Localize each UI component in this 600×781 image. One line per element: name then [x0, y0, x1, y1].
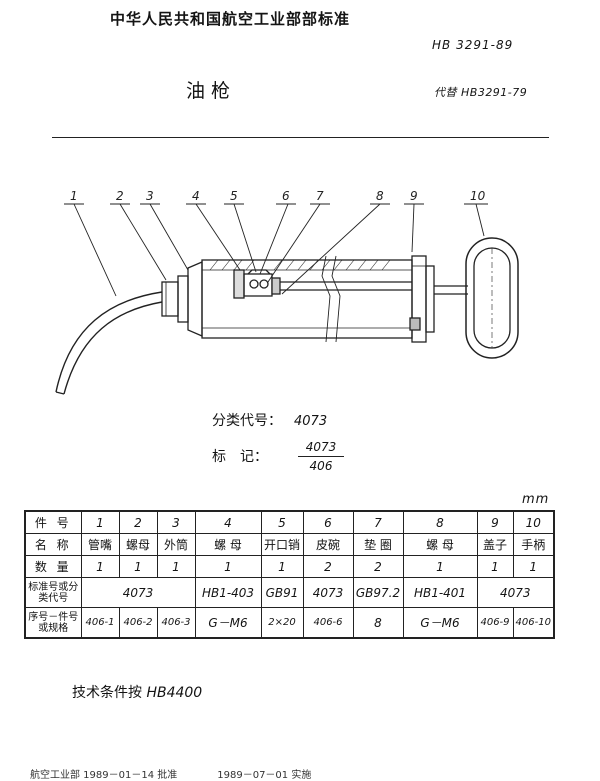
qty-cell: 1 — [156, 555, 196, 578]
marking-label: 标 记： — [212, 449, 268, 465]
callout-3: 3 — [146, 189, 154, 203]
qty-cell: 2 — [352, 555, 404, 578]
spec-cell: 406-2 — [118, 607, 158, 639]
table-row: 名 称 管嘴 螺母 外筒 螺 母 开口销 皮碗 垫 圈 螺 母 盖子 手柄 — [24, 533, 555, 556]
std-cell: 4073 — [80, 577, 196, 608]
name-cell: 螺 母 — [194, 533, 262, 556]
name-cell: 皮碗 — [302, 533, 354, 556]
row-label-qty: 数 量 — [24, 555, 82, 578]
qty-cell: 1 — [476, 555, 514, 578]
marking-label-line: 标 记： — [212, 446, 294, 466]
spec-cell: 2×20 — [260, 607, 304, 639]
spec-cell: G－M6 — [402, 607, 478, 639]
table-row: 数 量 1 1 1 1 1 2 2 1 1 1 — [24, 555, 555, 578]
std-cell: GB91 — [260, 577, 304, 608]
item-cell: 1 — [80, 510, 120, 534]
approval-footer: 航空工业部 1989－01－14 批准 1989－07－01 实施 — [30, 770, 312, 781]
row-label-item: 件 号 — [24, 510, 82, 534]
item-cell: 9 — [476, 510, 514, 534]
std-cell: 4073 — [476, 577, 555, 608]
callout-6: 6 — [282, 189, 290, 203]
oil-gun-drawing: 1 2 3 4 5 6 7 8 9 10 — [55, 189, 519, 395]
spec-cell: G－M6 — [194, 607, 262, 639]
spec-cell: 406-9 — [476, 607, 514, 639]
name-cell: 管嘴 — [80, 533, 120, 556]
document-title: 油 枪 — [186, 80, 231, 102]
table-row: 件 号 1 2 3 4 5 6 7 8 9 10 — [24, 510, 555, 534]
qty-cell: 2 — [302, 555, 354, 578]
std-cell: 4073 — [302, 577, 354, 608]
item-cell: 2 — [118, 510, 158, 534]
std-cell: HB1-403 — [194, 577, 262, 608]
name-cell: 盖子 — [476, 533, 514, 556]
row-label-std: 标准号或分类代号 — [24, 577, 82, 608]
std-cell: GB97.2 — [352, 577, 404, 608]
callout-2: 2 — [116, 189, 124, 203]
unit-label: mm — [522, 492, 550, 507]
marking-denominator: 406 — [309, 459, 333, 473]
header-rule — [52, 137, 549, 138]
spec-cell: 406-6 — [302, 607, 354, 639]
classification-label: 分类代号： — [212, 413, 282, 429]
qty-cell: 1 — [260, 555, 304, 578]
issuing-organization: 中华人民共和国航空工业部部标准 — [110, 10, 351, 28]
name-cell: 垫 圈 — [352, 533, 404, 556]
replaces-standard: 代替 HB3291-79 — [434, 86, 528, 99]
marking-fraction: 4073 406 — [298, 440, 344, 473]
name-cell: 手柄 — [512, 533, 555, 556]
item-cell: 6 — [302, 510, 354, 534]
callout-4: 4 — [192, 189, 200, 203]
qty-cell: 1 — [402, 555, 478, 578]
spec-cell: 406-1 — [80, 607, 120, 639]
table-row: 标准号或分类代号 4073 HB1-403 GB91 4073 GB97.2 H… — [24, 577, 555, 608]
classification-value: 4073 — [294, 414, 328, 429]
spec-cell: 406-3 — [156, 607, 196, 639]
tech-req-label: 技术条件按 — [72, 685, 142, 701]
classification-code: 分类代号： 4073 — [212, 410, 327, 430]
std-cell: HB1-401 — [402, 577, 478, 608]
name-cell: 外筒 — [156, 533, 196, 556]
parts-table: 件 号 1 2 3 4 5 6 7 8 9 10 名 称 管嘴 螺母 外筒 螺 … — [24, 510, 555, 639]
spec-cell: 406-10 — [512, 607, 555, 639]
qty-cell: 1 — [80, 555, 120, 578]
standard-number: HB 3291-89 — [432, 38, 514, 52]
callout-10: 10 — [470, 189, 486, 203]
callout-7: 7 — [316, 189, 324, 203]
callout-1: 1 — [70, 189, 78, 203]
callout-8: 8 — [376, 189, 384, 203]
technical-requirements: 技术条件按 HB4400 — [72, 682, 202, 702]
item-cell: 7 — [352, 510, 404, 534]
item-cell: 8 — [402, 510, 478, 534]
marking-numerator: 4073 — [298, 440, 344, 457]
tech-req-code: HB4400 — [146, 685, 203, 701]
item-cell: 10 — [512, 510, 555, 534]
qty-cell: 1 — [118, 555, 158, 578]
callout-9: 9 — [410, 189, 418, 203]
item-cell: 3 — [156, 510, 196, 534]
row-label-spec: 序号－件号或规格 — [24, 607, 82, 639]
item-cell: 4 — [194, 510, 262, 534]
spec-cell: 8 — [352, 607, 404, 639]
item-cell: 5 — [260, 510, 304, 534]
table-row: 序号－件号或规格 406-1 406-2 406-3 G－M6 2×20 406… — [24, 607, 555, 639]
name-cell: 螺母 — [118, 533, 158, 556]
name-cell: 开口销 — [260, 533, 304, 556]
qty-cell: 1 — [512, 555, 555, 578]
row-label-name: 名 称 — [24, 533, 82, 556]
qty-cell: 1 — [194, 555, 262, 578]
callout-5: 5 — [230, 189, 238, 203]
name-cell: 螺 母 — [402, 533, 478, 556]
